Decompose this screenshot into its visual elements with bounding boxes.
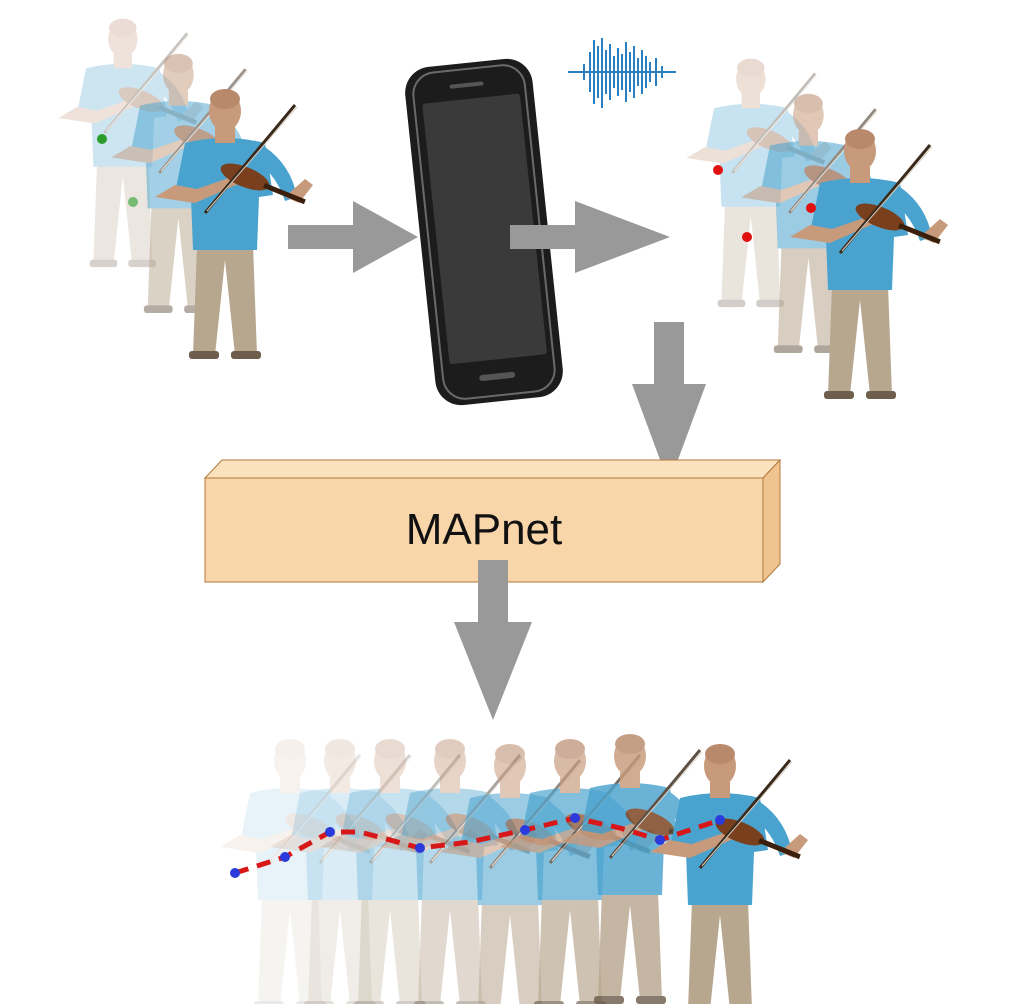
generated-motion-sequence [218, 732, 810, 1004]
arrow-to-frames [510, 201, 670, 273]
arrow-to-output [454, 560, 532, 720]
wrist-marker-blue [415, 843, 425, 853]
arrow-to-phone [288, 201, 418, 273]
wrist-marker-blue [325, 827, 335, 837]
wrist-marker-green [128, 197, 138, 207]
wrist-marker-red [806, 203, 816, 213]
captured-frames [685, 57, 950, 401]
wrist-trajectory-line [234, 815, 721, 876]
input-motion-sequence [57, 17, 315, 361]
wrist-marker-blue [655, 835, 665, 845]
wrist-marker-blue [230, 868, 240, 878]
wrist-marker-red [742, 232, 752, 242]
wrist-marker-blue [280, 852, 290, 862]
wrist-marker-blue [570, 813, 580, 823]
wrist-marker-red [713, 165, 723, 175]
wrist-marker-blue [520, 825, 530, 835]
audio-waveform-icon [568, 38, 676, 108]
wrist-marker-green [97, 134, 107, 144]
arrow-to-mapnet [632, 322, 706, 484]
wrist-marker-blue [715, 815, 725, 825]
smartphone-icon [405, 58, 563, 406]
